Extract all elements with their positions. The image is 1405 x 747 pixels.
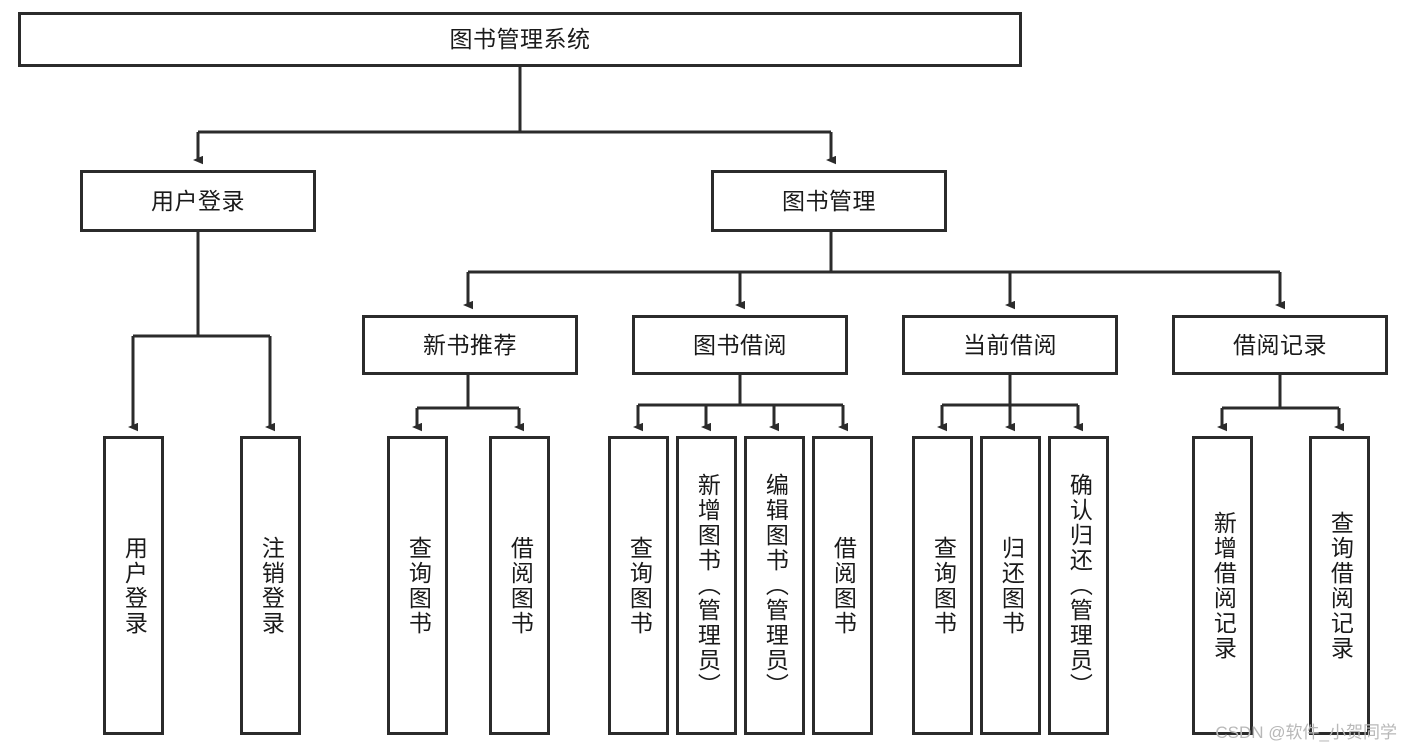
node-label: 新书推荐 [423, 331, 517, 358]
node-leaf-return-book[interactable]: 归还图书 [980, 436, 1041, 735]
node-label: 归还图书 [998, 535, 1025, 636]
node-label: 编辑图书（管理员） [762, 473, 789, 698]
node-leaf-edit-book-admin[interactable]: 编辑图书（管理员） [744, 436, 805, 735]
node-leaf-query-borrow-record[interactable]: 查询借阅记录 [1309, 436, 1370, 735]
node-leaf-logout[interactable]: 注销登录 [240, 436, 301, 735]
node-label: 用户登录 [121, 535, 148, 636]
node-leaf-borrow-book[interactable]: 借阅图书 [812, 436, 873, 735]
node-user-login[interactable]: 用户登录 [80, 170, 316, 232]
node-label: 图书管理 [782, 187, 876, 214]
node-leaf-add-borrow-record[interactable]: 新增借阅记录 [1192, 436, 1253, 735]
node-leaf-borrow-book-recommend[interactable]: 借阅图书 [489, 436, 550, 735]
node-label: 查询图书 [930, 535, 957, 636]
node-borrow-record[interactable]: 借阅记录 [1172, 315, 1388, 375]
node-label: 当前借阅 [963, 331, 1057, 358]
node-leaf-confirm-return-admin[interactable]: 确认归还（管理员） [1048, 436, 1109, 735]
node-label: 新增借阅记录 [1210, 510, 1237, 661]
node-label: 查询图书 [626, 535, 653, 636]
node-root-system[interactable]: 图书管理系统 [18, 12, 1022, 67]
node-label: 图书借阅 [693, 331, 787, 358]
node-current-borrow[interactable]: 当前借阅 [902, 315, 1118, 375]
watermark-text: CSDN @软件_小贺同学 [1215, 723, 1397, 742]
node-label: 查询借阅记录 [1327, 510, 1354, 661]
node-label: 确认归还（管理员） [1066, 473, 1093, 698]
node-leaf-user-login[interactable]: 用户登录 [103, 436, 164, 735]
node-new-book-recommend[interactable]: 新书推荐 [362, 315, 578, 375]
node-book-management[interactable]: 图书管理 [711, 170, 947, 232]
node-leaf-query-book-current[interactable]: 查询图书 [912, 436, 973, 735]
node-leaf-query-book-recommend[interactable]: 查询图书 [387, 436, 448, 735]
node-label: 新增图书（管理员） [694, 473, 721, 698]
node-label: 注销登录 [258, 535, 285, 636]
node-label: 用户登录 [151, 187, 245, 214]
node-label: 查询图书 [405, 535, 432, 636]
node-label: 借阅图书 [830, 535, 857, 636]
node-label: 借阅图书 [507, 535, 534, 636]
node-leaf-add-book-admin[interactable]: 新增图书（管理员） [676, 436, 737, 735]
node-book-borrow[interactable]: 图书借阅 [632, 315, 848, 375]
node-leaf-query-book-borrow[interactable]: 查询图书 [608, 436, 669, 735]
node-label: 借阅记录 [1233, 331, 1327, 358]
node-label: 图书管理系统 [449, 26, 591, 53]
